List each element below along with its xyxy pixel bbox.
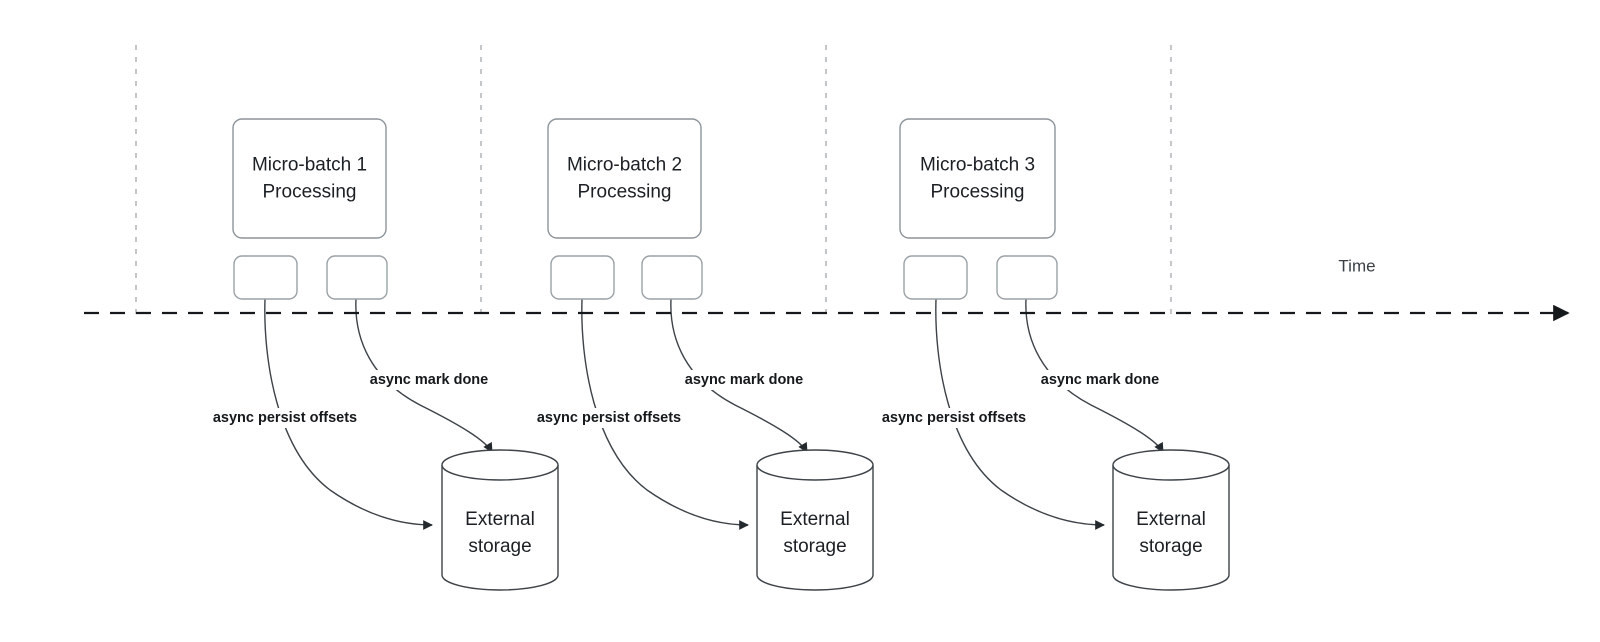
batch-3-mark-done-task[interactable] bbox=[996, 255, 1058, 300]
batch-3-external-storage-cylinder[interactable]: External storage bbox=[1112, 449, 1230, 591]
async-mark-done-edge-label-backdrop bbox=[681, 370, 807, 390]
batch-1-processing-box[interactable] bbox=[232, 118, 387, 239]
batch-2-cylinder-body bbox=[756, 465, 874, 591]
batch-1-label-line1: Micro-batch 1 bbox=[252, 155, 367, 176]
batch-3-label-line1: Micro-batch 3 bbox=[920, 155, 1035, 176]
batch-2-cylinder-top bbox=[756, 449, 874, 481]
async-mark-done-edge-label: async mark done bbox=[1041, 372, 1159, 388]
async-persist-offsets-edge-label-backdrop bbox=[868, 408, 1040, 428]
batch-2-group: Micro-batch 2 Processing bbox=[547, 118, 703, 300]
async-persist-offsets-edge-label: async persist offsets bbox=[882, 410, 1026, 426]
async-persist-offsets-edge-label: async persist offsets bbox=[213, 410, 357, 426]
async-flow-curves bbox=[264, 298, 1164, 530]
batch-1-persist-offsets-task[interactable] bbox=[233, 255, 298, 300]
async-mark-done-edge bbox=[670, 298, 808, 453]
batch-1-mark-done-task[interactable] bbox=[326, 255, 388, 300]
async-persist-offsets-edge bbox=[581, 298, 749, 530]
batch-1-label-line2: Processing bbox=[263, 182, 357, 203]
async-mark-done-edge-label: async mark done bbox=[685, 372, 803, 388]
async-persist-offsets-edge bbox=[935, 298, 1105, 530]
async-mark-done-edge bbox=[1025, 298, 1164, 453]
batch-2-mark-done-task[interactable] bbox=[641, 255, 703, 300]
batch-3-persist-offsets-task[interactable] bbox=[903, 255, 968, 300]
time-axis-group: Time bbox=[84, 256, 1570, 322]
batch-1-storage-label-line1: External bbox=[465, 509, 535, 530]
batch-2-label-line1: Micro-batch 2 bbox=[567, 155, 682, 176]
batch-3-processing-box[interactable] bbox=[899, 118, 1056, 239]
async-mark-done-edge-label-backdrop bbox=[1037, 370, 1163, 390]
time-axis-label: Time bbox=[1338, 256, 1375, 275]
async-mark-done-edge-label-backdrop bbox=[366, 370, 492, 390]
batch-2-label-line2: Processing bbox=[578, 182, 672, 203]
async-mark-done-edge-label: async mark done bbox=[370, 372, 488, 388]
batch-3-group: Micro-batch 3 Processing bbox=[899, 118, 1058, 300]
async-persist-offsets-edge-label-backdrop bbox=[199, 408, 371, 428]
edge-labels: async persist offsets async mark done asyn… bbox=[199, 370, 1163, 428]
batch-1-storage-label-line2: storage bbox=[468, 536, 531, 557]
batch-3-cylinder-body bbox=[1112, 465, 1230, 591]
batch-2-storage-label-line1: External bbox=[780, 509, 850, 530]
batch-2-external-storage-cylinder[interactable]: External storage bbox=[756, 449, 874, 591]
batch-1-external-storage-cylinder[interactable]: External storage bbox=[441, 449, 559, 591]
batch-3-storage-label-line2: storage bbox=[1139, 536, 1202, 557]
batch-boundary-guides bbox=[135, 45, 1172, 315]
batch-3-storage-label-line1: External bbox=[1136, 509, 1206, 530]
batch-3-label-line2: Processing bbox=[931, 182, 1025, 203]
batch-2-processing-box[interactable] bbox=[547, 118, 702, 239]
batch-1-cylinder-body bbox=[441, 465, 559, 591]
batch-2-persist-offsets-task[interactable] bbox=[550, 255, 615, 300]
batch-1-group: Micro-batch 1 Processing bbox=[232, 118, 388, 300]
batch-2-storage-label-line2: storage bbox=[783, 536, 846, 557]
batch-1-cylinder-top bbox=[441, 449, 559, 481]
async-persist-offsets-edge bbox=[264, 298, 433, 530]
async-mark-done-edge bbox=[355, 298, 493, 453]
async-persist-offsets-edge-label-backdrop bbox=[523, 408, 695, 428]
batch-3-cylinder-top bbox=[1112, 449, 1230, 481]
async-persist-offsets-edge-label: async persist offsets bbox=[537, 410, 681, 426]
